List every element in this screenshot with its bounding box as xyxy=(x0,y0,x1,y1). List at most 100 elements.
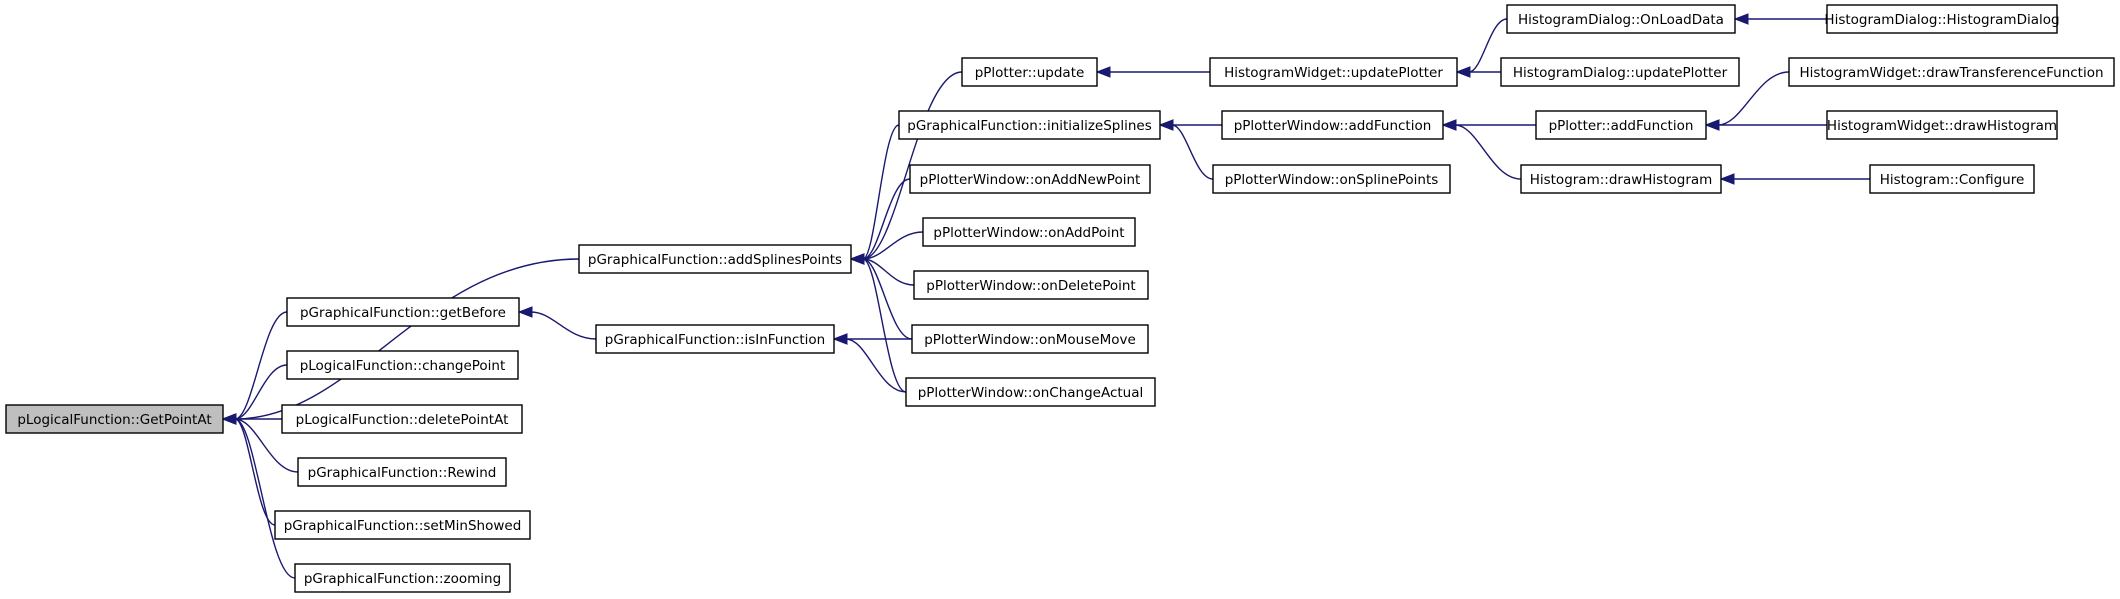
node-label: HistogramDialog::updatePlotter xyxy=(1513,65,1728,81)
arrowhead-icon xyxy=(1733,13,1749,25)
edge-on-delete-point-to-add-splines-points xyxy=(862,258,915,286)
node-label: HistogramWidget::updatePlotter xyxy=(1224,65,1443,81)
node-box[interactable] xyxy=(898,110,1161,140)
node-label: pGraphicalFunction::getBefore xyxy=(300,305,506,321)
node-delete-point-at[interactable]: pLogicalFunction::deletePointAt xyxy=(281,404,523,434)
edge-get-before-to-get-point-at xyxy=(234,311,288,420)
arrowhead-icon xyxy=(849,253,865,265)
node-box[interactable] xyxy=(281,404,523,434)
arrowhead-icon xyxy=(1455,66,1471,78)
node-h-draw-histogram[interactable]: Histogram::drawHistogram xyxy=(1520,164,1722,194)
node-box[interactable] xyxy=(911,324,1149,354)
node-label: pGraphicalFunction::initializeSplines xyxy=(907,118,1152,134)
node-on-add-point[interactable]: pPlotterWindow::onAddPoint xyxy=(922,217,1136,247)
node-label: pPlotterWindow::onChangeActual xyxy=(918,385,1144,401)
node-on-add-new-point[interactable]: pPlotterWindow::onAddNewPoint xyxy=(909,164,1151,194)
node-on-mouse-move[interactable]: pPlotterWindow::onMouseMove xyxy=(911,324,1149,354)
node-zooming[interactable]: pGraphicalFunction::zooming xyxy=(294,563,511,593)
node-label: HistogramDialog::HistogramDialog xyxy=(1824,12,2059,28)
node-draw-transference[interactable]: HistogramWidget::drawTransferenceFunctio… xyxy=(1788,57,2115,87)
node-box[interactable] xyxy=(1221,110,1444,140)
nodes-layer: pLogicalFunction::GetPointAtpGraphicalFu… xyxy=(5,4,2115,593)
edge-on-change-actual-to-is-in-function xyxy=(845,338,907,393)
arrowhead-icon xyxy=(1704,119,1720,131)
edge-is-in-function-to-get-before xyxy=(530,311,597,340)
node-is-in-function[interactable]: pGraphicalFunction::isInFunction xyxy=(595,324,835,354)
node-set-min-showed[interactable]: pGraphicalFunction::setMinShowed xyxy=(274,510,531,540)
node-box[interactable] xyxy=(5,404,224,434)
node-label: pGraphicalFunction::addSplinesPoints xyxy=(588,252,842,268)
node-label: pPlotterWindow::onAddNewPoint xyxy=(920,172,1141,188)
edge-on-mouse-move-to-add-splines-points xyxy=(862,258,913,340)
node-label: pLogicalFunction::GetPointAt xyxy=(17,412,211,428)
node-box[interactable] xyxy=(1209,57,1458,87)
edges-layer xyxy=(221,13,1870,579)
node-box[interactable] xyxy=(1535,110,1707,140)
edge-on-change-actual-to-add-splines-points xyxy=(862,258,907,393)
node-change-point[interactable]: pLogicalFunction::changePoint xyxy=(286,350,519,380)
node-box[interactable] xyxy=(1826,4,2058,34)
node-on-load-data[interactable]: HistogramDialog::OnLoadData xyxy=(1506,4,1736,34)
edge-p-plotter-update-to-add-splines-points xyxy=(862,71,963,260)
node-box[interactable] xyxy=(922,217,1136,247)
edge-initialize-splines-to-add-splines-points xyxy=(862,124,900,260)
node-box[interactable] xyxy=(961,57,1098,87)
node-box[interactable] xyxy=(286,297,520,327)
node-on-delete-point[interactable]: pPlotterWindow::onDeletePoint xyxy=(913,270,1149,300)
node-rewind[interactable]: pGraphicalFunction::Rewind xyxy=(297,457,507,487)
edge-zooming-to-get-point-at xyxy=(234,418,296,579)
node-label: HistogramDialog::OnLoadData xyxy=(1518,12,1724,28)
node-hd-histogram-dialog[interactable]: HistogramDialog::HistogramDialog xyxy=(1824,4,2060,34)
arrowhead-icon xyxy=(832,333,848,345)
node-get-point-at[interactable]: pLogicalFunction::GetPointAt xyxy=(5,404,224,434)
node-on-spline-points[interactable]: pPlotterWindow::onSplinePoints xyxy=(1212,164,1451,194)
edge-h-draw-histogram-to-pw-add-function xyxy=(1454,124,1522,180)
node-get-before[interactable]: pGraphicalFunction::getBefore xyxy=(286,297,520,327)
node-label: pPlotter::update xyxy=(975,65,1085,81)
node-p-add-function[interactable]: pPlotter::addFunction xyxy=(1535,110,1707,140)
node-box[interactable] xyxy=(1788,57,2115,87)
node-box[interactable] xyxy=(913,270,1149,300)
node-label: pPlotterWindow::onMouseMove xyxy=(924,332,1136,348)
node-box[interactable] xyxy=(1500,57,1740,87)
node-box[interactable] xyxy=(286,350,519,380)
node-box[interactable] xyxy=(294,563,511,593)
node-add-splines-points[interactable]: pGraphicalFunction::addSplinesPoints xyxy=(578,244,852,274)
node-label: pGraphicalFunction::Rewind xyxy=(308,465,497,481)
edge-on-spline-points-to-initialize-splines xyxy=(1171,124,1214,180)
node-box[interactable] xyxy=(1520,164,1722,194)
node-box[interactable] xyxy=(905,377,1156,407)
node-label: pGraphicalFunction::isInFunction xyxy=(605,332,825,348)
node-initialize-splines[interactable]: pGraphicalFunction::initializeSplines xyxy=(898,110,1161,140)
node-p-plotter-update[interactable]: pPlotter::update xyxy=(961,57,1098,87)
node-label: Histogram::drawHistogram xyxy=(1530,172,1713,188)
node-label: pGraphicalFunction::zooming xyxy=(304,571,501,587)
node-label: HistogramWidget::drawTransferenceFunctio… xyxy=(1799,65,2103,81)
arrowhead-icon xyxy=(1441,119,1457,131)
node-box[interactable] xyxy=(1869,164,2035,194)
node-box[interactable] xyxy=(1506,4,1736,34)
node-hd-update-plotter[interactable]: HistogramDialog::updatePlotter xyxy=(1500,57,1740,87)
edge-set-min-showed-to-get-point-at xyxy=(234,418,276,526)
node-label: pPlotter::addFunction xyxy=(1549,118,1694,134)
node-box[interactable] xyxy=(578,244,852,274)
node-label: Histogram::Configure xyxy=(1880,172,2025,188)
node-on-change-actual[interactable]: pPlotterWindow::onChangeActual xyxy=(905,377,1156,407)
node-box[interactable] xyxy=(1212,164,1451,194)
arrowhead-icon xyxy=(1719,173,1735,185)
node-label: HistogramWidget::drawHistogram xyxy=(1827,118,2057,134)
node-label: pLogicalFunction::changePoint xyxy=(300,358,506,374)
node-pw-add-function[interactable]: pPlotterWindow::addFunction xyxy=(1221,110,1444,140)
node-box[interactable] xyxy=(909,164,1151,194)
node-box[interactable] xyxy=(595,324,835,354)
arrowhead-icon xyxy=(1095,66,1111,78)
node-box[interactable] xyxy=(1826,110,2058,140)
node-hw-draw-histogram[interactable]: HistogramWidget::drawHistogram xyxy=(1826,110,2058,140)
edge-add-splines-points-to-get-point-at xyxy=(234,258,580,420)
node-hw-update-plotter[interactable]: HistogramWidget::updatePlotter xyxy=(1209,57,1458,87)
node-box[interactable] xyxy=(274,510,531,540)
node-h-configure[interactable]: Histogram::Configure xyxy=(1869,164,2035,194)
node-box[interactable] xyxy=(297,457,507,487)
edge-draw-transference-to-p-add-function xyxy=(1717,71,1790,126)
